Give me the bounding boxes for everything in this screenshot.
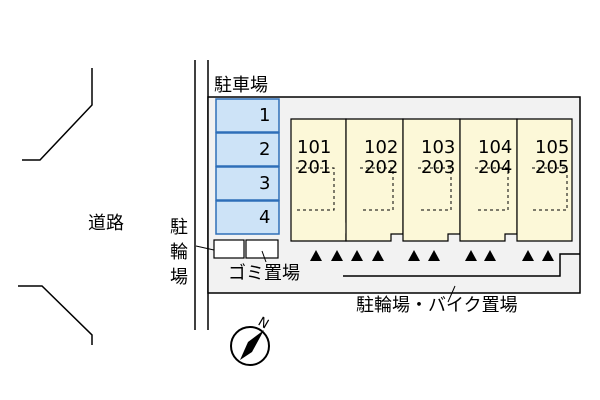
unit-dashed-lines: [296, 167, 568, 211]
parking-number-3: 3: [259, 173, 271, 194]
entrance-triangle: [331, 250, 343, 261]
unit-number-top: 105: [535, 137, 570, 158]
entrance-triangle: [522, 250, 534, 261]
parking-number-4: 4: [259, 207, 271, 228]
entrance-triangle: [465, 250, 477, 261]
parking-space-1: [215, 98, 280, 133]
garbage-label: ゴミ置場: [228, 263, 300, 284]
compass: [230, 326, 270, 366]
bicycle-label-char-1: 駐: [170, 217, 188, 238]
bicycle-box-2: [245, 239, 279, 259]
entrance-triangle: [484, 250, 496, 261]
entrance-markers: [310, 250, 554, 261]
garbage-leader-line: [261, 250, 267, 263]
unit-number-bottom: 202: [364, 157, 399, 178]
road-label: 道路: [88, 213, 124, 234]
parking-number-1: 1: [259, 105, 271, 126]
parking-number-2: 2: [259, 139, 271, 160]
bike-parking-boundary: [343, 253, 580, 277]
unit-number-bottom: 201: [297, 157, 332, 178]
entrance-triangle: [428, 250, 440, 261]
entrance-triangle: [542, 250, 554, 261]
bike-area-label: 駐輪場・バイク置場: [356, 295, 518, 316]
parking-area: [215, 98, 280, 235]
road-edge-lower: [18, 285, 93, 345]
building: [290, 118, 573, 242]
unit-number-bottom: 203: [421, 157, 456, 178]
entrance-triangle: [372, 250, 384, 261]
parking-label: 駐車場: [214, 75, 268, 96]
bicycle-label-char-2: 輪: [170, 242, 188, 263]
bicycle-label-char-3: 場: [170, 267, 188, 288]
bike-leader-line: [447, 285, 456, 303]
unit-number-top: 102: [364, 137, 399, 158]
entrance-triangle: [310, 250, 322, 261]
unit-number-bottom: 204: [478, 157, 513, 178]
bicycle-leader-line: [195, 245, 215, 251]
parking-space-2: [215, 132, 280, 167]
unit-number-bottom: 205: [535, 157, 570, 178]
unit-number-top: 103: [421, 137, 456, 158]
entrance-triangle: [351, 250, 363, 261]
bicycle-box-1: [213, 239, 245, 259]
unit-number-top: 101: [297, 137, 332, 158]
parking-space-4: [215, 200, 280, 235]
unit-number-top: 104: [478, 137, 513, 158]
entrance-triangle: [408, 250, 420, 261]
road-edge-upper: [22, 68, 93, 161]
parking-space-3: [215, 166, 280, 201]
compass-needle: [240, 330, 264, 360]
